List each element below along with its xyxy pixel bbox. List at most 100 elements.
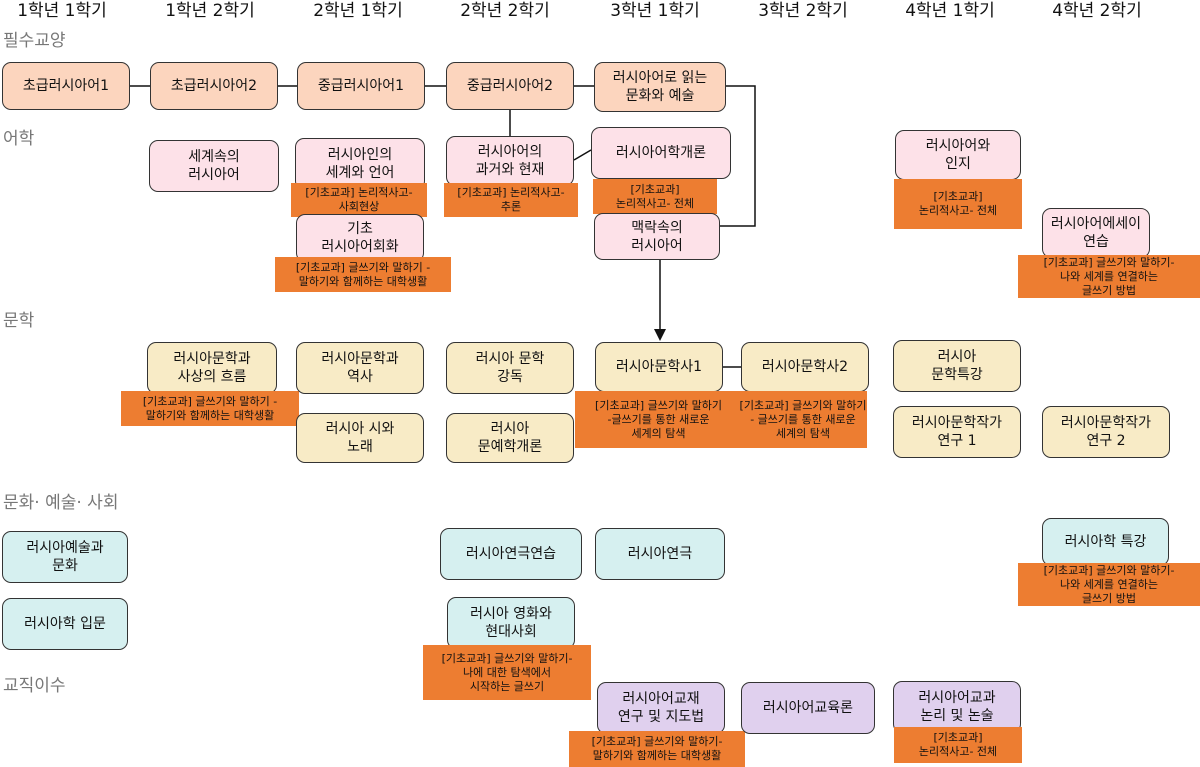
course-box[interactable]: 초급러시아어2	[150, 62, 278, 110]
course-title-line: 세계속의	[188, 149, 240, 165]
course-title-line: 러시아어로 읽는	[612, 70, 708, 86]
course-title-line: 연구 및 지도법	[617, 709, 705, 725]
course-title-line: 중급러시아어2	[466, 78, 554, 94]
course-title-line: 문화	[52, 558, 78, 574]
tag-line: [기초교과] 글쓰기와 말하기 -	[142, 394, 278, 408]
course-title-line: 연구 2	[1086, 433, 1126, 449]
course-title-line: 세계와 언어	[325, 165, 395, 181]
tag-line: [기초교과] 글쓰기와 말하기	[739, 398, 867, 412]
tag-line: 나와 세계를 연결하는	[1059, 577, 1159, 591]
course-box[interactable]: 중급러시아어2	[446, 62, 574, 110]
course-title-line: 초급러시아어2	[170, 78, 258, 94]
course-title-line: 러시아어	[188, 167, 240, 183]
section-label: 문학	[3, 311, 35, 331]
course-title-line: 러시아어교과	[918, 690, 996, 706]
course-title-line: 러시아어의	[477, 144, 543, 160]
tag-line: [기초교과]	[933, 190, 983, 203]
course-title-line: 러시아어회화	[321, 239, 399, 255]
course-title-line: 러시아학 입문	[24, 616, 106, 632]
course-box[interactable]: 러시아연극	[595, 528, 725, 580]
tag-line: -글쓰기를 통한 새로운	[607, 412, 710, 426]
tag-line: [기초교과] 논리적사고-	[457, 186, 565, 199]
course-title-line: 맥락속의	[631, 219, 683, 236]
tag-line: 추론	[500, 200, 522, 213]
course-title-line: 러시아 문학	[475, 351, 545, 367]
course-title-line: 초급러시아어1	[22, 78, 110, 94]
section-label: 문화· 예술· 사회	[3, 493, 119, 513]
semester-header: 1학년 1학기	[17, 1, 107, 21]
course-title-line: 러시아문학과	[321, 351, 399, 367]
course-title-line: 러시아	[937, 349, 977, 365]
foundation-course-tag: [기초교과]논리적사고- 전체	[894, 179, 1022, 229]
course-title-line: 러시아연극연습	[465, 546, 557, 562]
semester-header: 2학년 1학기	[313, 1, 403, 21]
tag-line: [기초교과] 글쓰기와 말하기-	[441, 651, 573, 665]
course-title-line: 역사	[347, 369, 373, 385]
tag-line: 논리적사고- 전체	[918, 204, 998, 217]
semester-header: 2학년 2학기	[460, 1, 550, 21]
tag-line: 논리적사고- 전체	[615, 196, 695, 210]
semester-header: 3학년 1학기	[610, 1, 700, 21]
course-title-line: 문화와 예술	[625, 88, 695, 104]
course-title-line: 사상의 흐름	[177, 369, 247, 385]
course-title-line: 러시아인의	[327, 147, 393, 163]
foundation-course-tag: [기초교과] 논리적사고-사회현상	[291, 183, 427, 217]
course-title-line: 과거와 현재	[475, 162, 545, 178]
course-box[interactable]: 러시아문학사1	[595, 342, 723, 392]
course-box[interactable]: 러시아학 입문	[2, 598, 128, 650]
course-box[interactable]: 러시아연극연습	[440, 528, 582, 580]
tag-line: [기초교과] 글쓰기와 말하기-	[591, 735, 723, 748]
connector	[573, 149, 592, 161]
foundation-course-tag: [기초교과] 글쓰기와 말하기-말하기와 함께하는 대학생활	[569, 731, 745, 767]
section-label: 어학	[3, 129, 35, 149]
course-title-line: 현대사회	[485, 624, 537, 640]
tag-line: 말하기와 함께하는 대학생활	[145, 408, 275, 422]
tag-line: 글쓰기 방법	[1081, 591, 1137, 605]
semester-header: 4학년 2학기	[1052, 1, 1142, 21]
course-title-line: 러시아 영화와	[470, 606, 552, 622]
foundation-course-tag: [기초교과] 글쓰기와 말하기 -말하기와 함께하는 대학생활	[275, 257, 451, 292]
section-label: 필수교양	[3, 31, 66, 51]
semester-header: 3학년 2학기	[758, 1, 848, 21]
course-box[interactable]: 러시아학 특강	[1042, 518, 1169, 566]
course-box[interactable]: 러시아어교육론	[741, 682, 875, 734]
course-title-line: 러시아학 특강	[1064, 534, 1147, 550]
course-box[interactable]: 중급러시아어1	[297, 62, 425, 110]
course-title-line: 연습	[1083, 234, 1109, 250]
tag-line: [기초교과]	[933, 731, 983, 744]
foundation-course-tag: [기초교과] 논리적사고-추론	[444, 183, 578, 217]
tag-line: [기초교과]	[630, 182, 680, 196]
tag-line: 나와 세계를 연결하는	[1059, 269, 1159, 283]
tag-line: 논리적사고- 전체	[918, 745, 998, 758]
tag-line: [기초교과] 글쓰기와 말하기-	[1043, 563, 1175, 577]
course-title-line: 기초	[347, 221, 373, 237]
course-box[interactable]: 러시아어학개론	[591, 127, 731, 179]
course-box[interactable]: 러시아문학사2	[741, 342, 869, 392]
course-box[interactable]: 초급러시아어1	[2, 62, 130, 110]
